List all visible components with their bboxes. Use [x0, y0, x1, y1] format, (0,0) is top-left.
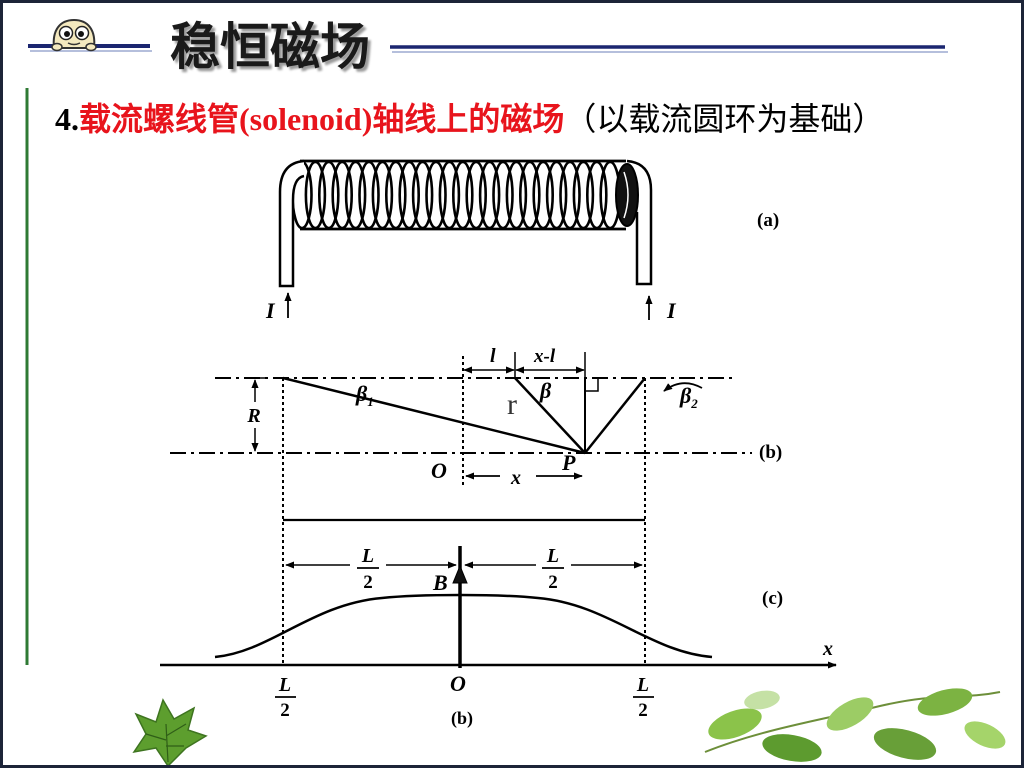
field-axis-label: B	[432, 570, 448, 595]
angle-beta2-subscript: 2	[690, 396, 698, 411]
vine-leaf	[708, 708, 762, 740]
half-length-right-denominator: 2	[548, 572, 558, 593]
figure-caption: (b)	[451, 708, 473, 729]
tick-right-denominator: 2	[638, 700, 648, 721]
angle-beta1-symbol: β	[355, 381, 368, 406]
beta2-ray	[584, 377, 646, 454]
right-angle-mark	[585, 378, 599, 392]
current-label-right: I	[666, 298, 677, 323]
heading-number: 4.	[55, 101, 79, 137]
origin-label: O	[431, 458, 447, 483]
panel-b-caption: (b)	[759, 442, 782, 463]
beta2-pointer	[663, 382, 703, 392]
vine-leaf	[964, 721, 1006, 749]
beta1-ray	[282, 376, 586, 455]
lead-wire-right	[626, 159, 653, 286]
vine-leaf	[917, 688, 973, 716]
header-decoration	[25, 18, 948, 665]
panel-a: I I (a)	[265, 159, 779, 323]
panel-b: l x-l β1 β β2 r R O x P (b)	[170, 345, 782, 665]
angle-beta2-symbol: β	[679, 383, 692, 408]
heading-note: （以载流圆环为基础）	[564, 101, 885, 137]
current-label-left: I	[265, 298, 276, 323]
panel-c-caption: (c)	[762, 588, 783, 609]
field-curve	[214, 593, 713, 659]
distance-r-label: r	[507, 388, 517, 421]
axis-origin-label: O	[450, 671, 466, 696]
mascot-icon	[51, 18, 97, 52]
angle-beta2-label: β2	[679, 383, 698, 411]
panel-c: L 2 L 2 B x (c) L	[160, 545, 837, 729]
coil-end-highlight	[623, 171, 629, 219]
angle-beta1-subscript: 1	[367, 394, 374, 409]
half-length-label-right: L 2	[542, 545, 564, 593]
panel-a-caption: (a)	[757, 210, 779, 231]
tick-left-numerator: L	[278, 674, 291, 696]
r-ray	[514, 377, 586, 454]
field-point-label: P	[561, 450, 576, 475]
vine-leaf	[826, 697, 874, 731]
half-length-label-left: L 2	[357, 545, 379, 593]
tick-right-numerator: L	[636, 674, 649, 696]
lead-wire-left	[278, 159, 305, 288]
vine-leaf	[873, 728, 937, 760]
angle-beta1-label: β1	[355, 381, 374, 409]
leaf-left-veins	[145, 723, 187, 763]
coil-end-face	[615, 163, 639, 227]
slide-title: 稳恒磁场	[170, 18, 370, 76]
solenoid-figure: I I (a)	[160, 159, 837, 729]
half-length-right-numerator: L	[546, 545, 559, 567]
tick-label-left: L 2	[275, 674, 296, 721]
tick-left-denominator: 2	[280, 700, 290, 721]
half-length-left-denominator: 2	[363, 572, 373, 593]
position-label: x	[510, 467, 521, 489]
angle-beta-label: β	[539, 378, 552, 403]
leaf-icon	[132, 688, 1006, 768]
heading-topic: 载流螺线管(solenoid)轴线上的磁场	[79, 101, 565, 137]
segment-x-minus-l-label: x-l	[533, 346, 556, 367]
radius-label: R	[246, 405, 260, 427]
x-axis-label: x	[822, 638, 833, 660]
tick-label-right: L 2	[633, 674, 654, 721]
vine-leaf	[744, 690, 780, 710]
field-axis-arrowhead	[452, 564, 468, 584]
vine-leaf	[762, 734, 822, 762]
half-length-left-numerator: L	[361, 545, 374, 567]
segment-l-label: l	[490, 345, 496, 367]
solenoid-coil	[291, 160, 622, 230]
section-heading: 4.载流螺线管(solenoid)轴线上的磁场（以载流圆环为基础）	[55, 103, 884, 135]
